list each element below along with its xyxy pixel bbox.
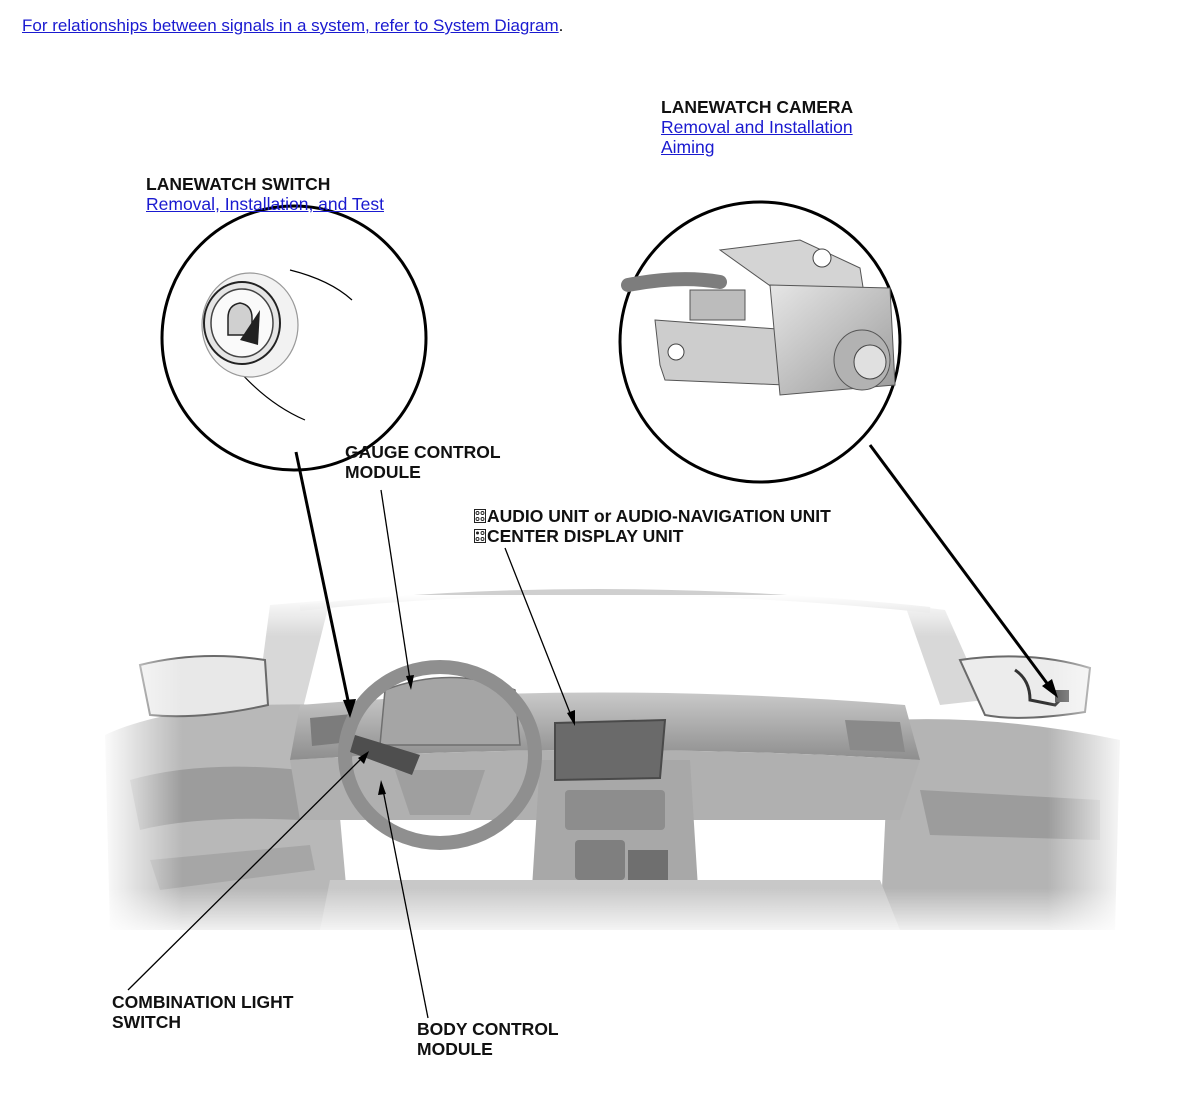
camera-leader — [868, 444, 1054, 691]
body-control-module-line1: BODY CONTROL — [417, 1019, 559, 1039]
body-control-module-label: BODY CONTROL MODULE — [417, 1019, 559, 1059]
lanewatch-switch-circle — [160, 204, 428, 472]
lanewatch-camera-title: LANEWATCH CAMERA — [661, 97, 854, 117]
body-control-module-line2: MODULE — [417, 1039, 493, 1059]
intro-line: For relationships between signals in a s… — [22, 16, 563, 36]
camera-removal-installation-link[interactable]: Removal and Installation — [661, 117, 853, 137]
model-variant-icon — [474, 509, 486, 523]
audio-unit-line1: AUDIO UNIT or AUDIO-NAVIGATION UNIT — [487, 506, 831, 526]
combination-light-switch-line2: SWITCH — [112, 1012, 182, 1032]
gauge-control-module-line1: GAUGE CONTROL — [345, 442, 501, 462]
system-diagram-link[interactable]: For relationships between signals in a s… — [22, 16, 559, 35]
body-control-leader — [382, 789, 429, 1019]
camera-aiming-link[interactable]: Aiming — [661, 137, 715, 157]
leader-lines — [127, 444, 1058, 1019]
gauge-leader — [380, 489, 411, 681]
audio-unit-label: AUDIO UNIT or AUDIO-NAVIGATION UNIT CENT… — [474, 506, 831, 546]
combination-light-switch-label: COMBINATION LIGHT SWITCH — [112, 992, 293, 1032]
intro-suffix: . — [558, 16, 564, 35]
lanewatch-camera-circle — [618, 200, 902, 484]
camera-glyph-icon — [227, 302, 253, 336]
gauge-control-module-line2: MODULE — [345, 462, 421, 482]
audio-unit-line2: CENTER DISPLAY UNIT — [487, 526, 684, 546]
switch-removal-installation-test-link[interactable]: Removal, Installation, and Test — [146, 194, 385, 214]
lanewatch-switch-title: LANEWATCH SWITCH — [146, 174, 331, 194]
interior-scene — [100, 589, 1130, 940]
combination-switch-leader — [127, 756, 364, 991]
gauge-control-module-label: GAUGE CONTROL MODULE — [345, 442, 501, 482]
model-variant-icon — [474, 529, 486, 543]
combination-light-switch-line1: COMBINATION LIGHT — [112, 992, 294, 1012]
switch-leader — [294, 451, 352, 711]
audio-leader — [504, 547, 573, 719]
